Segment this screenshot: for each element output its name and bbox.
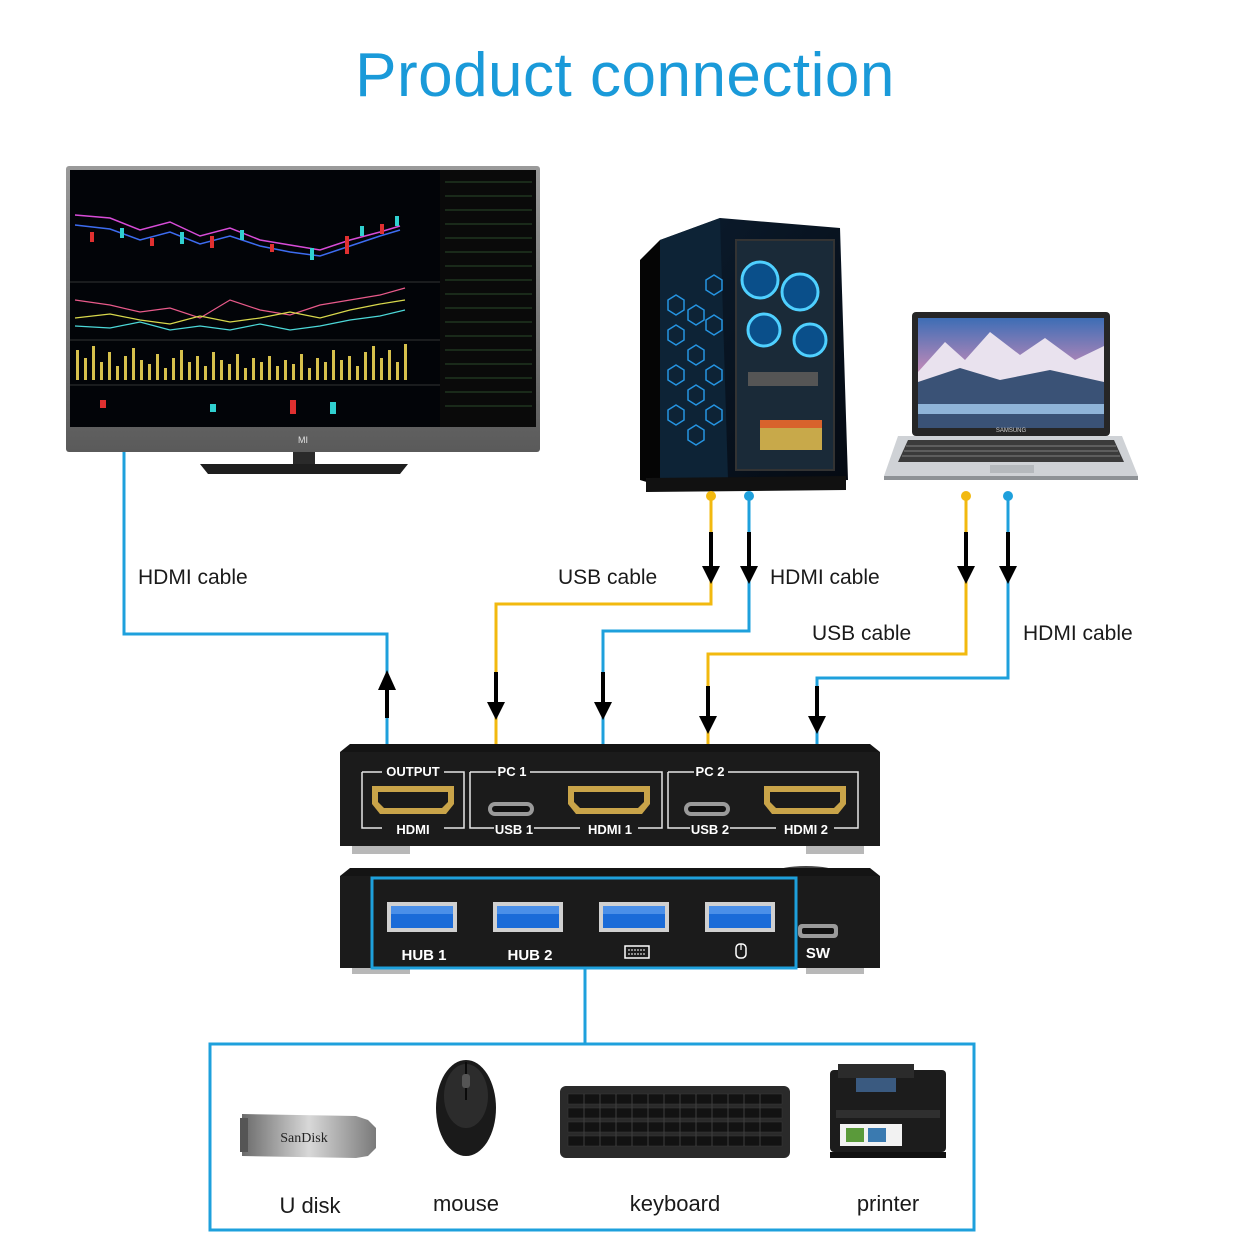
arrow-down-laptop-usb — [957, 532, 975, 584]
keyboard-port-icon — [624, 945, 650, 959]
desktop-pc — [640, 218, 848, 492]
udisk-logo: SanDisk — [280, 1131, 327, 1146]
label-laptop-usb-cable: USB cable — [812, 622, 911, 645]
laptop-logo: SAMSUNG — [996, 428, 1027, 434]
hdmi-port-pc1 — [568, 786, 650, 814]
pc-hdmi-cable — [601, 498, 751, 744]
monitor-hdmi-cable — [122, 452, 389, 744]
laptop-usb-cable — [706, 498, 968, 744]
label-hub2: HUB 2 — [507, 947, 552, 964]
hub-group-outline — [370, 876, 798, 970]
kvm-switch-back: HUB 1 HUB 2 SW — [340, 866, 880, 974]
label-pc2: PC 2 — [696, 764, 725, 779]
usbc-port-pc2 — [684, 802, 730, 816]
label-pc2-hdmi: HDMI 2 — [784, 822, 828, 837]
usb-port-hub1 — [387, 902, 457, 932]
label-udisk: U disk — [279, 1193, 341, 1218]
label-keyboard: keyboard — [630, 1191, 721, 1216]
arrow-down-pc1-usb — [487, 672, 505, 720]
label-mouse: mouse — [433, 1191, 499, 1216]
kvm-switch-front: OUTPUT HDMI PC 1 USB 1 HDMI 1 PC 2 USB 2… — [340, 744, 880, 854]
arrows — [378, 532, 1017, 734]
arrow-down-pc-hdmi — [740, 532, 758, 584]
page-title: Product connection — [355, 41, 895, 110]
usb-port-keyboard — [599, 902, 669, 932]
arrow-up-output — [378, 670, 396, 718]
label-output: OUTPUT — [386, 764, 440, 779]
hdmi-port-pc2 — [764, 786, 846, 814]
micro-usb-port-sw — [798, 924, 838, 938]
label-pc-hdmi-cable: HDMI cable — [770, 566, 880, 589]
usbc-port-pc1 — [488, 802, 534, 816]
monitor: MI — [66, 166, 540, 474]
monitor-logo: MI — [298, 435, 308, 445]
laptop-hdmi-cable — [815, 498, 1010, 744]
arrow-down-pc2-usb — [699, 686, 717, 734]
label-pc1-usb: USB 1 — [495, 822, 533, 837]
label-sw: SW — [806, 945, 831, 962]
arrow-down-pc-usb — [702, 532, 720, 584]
arrow-down-laptop-hdmi — [999, 532, 1017, 584]
label-pc1-hdmi: HDMI 1 — [588, 822, 632, 837]
mouse-port-icon — [735, 943, 747, 959]
mouse-image — [436, 1060, 496, 1156]
arrow-down-pc1-hdmi — [594, 672, 612, 720]
printer-image — [830, 1064, 946, 1158]
monitor-screen-content — [70, 170, 536, 427]
label-pc1: PC 1 — [498, 764, 527, 779]
keyboard-image — [560, 1086, 790, 1158]
label-laptop-hdmi-cable: HDMI cable — [1023, 622, 1133, 645]
arrow-down-pc2-hdmi — [808, 686, 826, 734]
label-pc-usb-cable: USB cable — [558, 566, 657, 589]
cable-connectors — [706, 491, 1013, 501]
label-hub1: HUB 1 — [401, 947, 446, 964]
laptop: SAMSUNG — [884, 312, 1138, 480]
usb-port-hub2 — [493, 902, 563, 932]
label-output-hdmi: HDMI — [396, 822, 429, 837]
label-printer: printer — [857, 1191, 919, 1216]
usb-port-mouse — [705, 902, 775, 932]
peripherals-box — [208, 1042, 976, 1232]
udisk-image: SanDisk — [240, 1114, 376, 1158]
hdmi-port-output — [372, 786, 454, 814]
label-monitor-hdmi-cable: HDMI cable — [138, 566, 248, 589]
label-pc2-usb: USB 2 — [691, 822, 729, 837]
